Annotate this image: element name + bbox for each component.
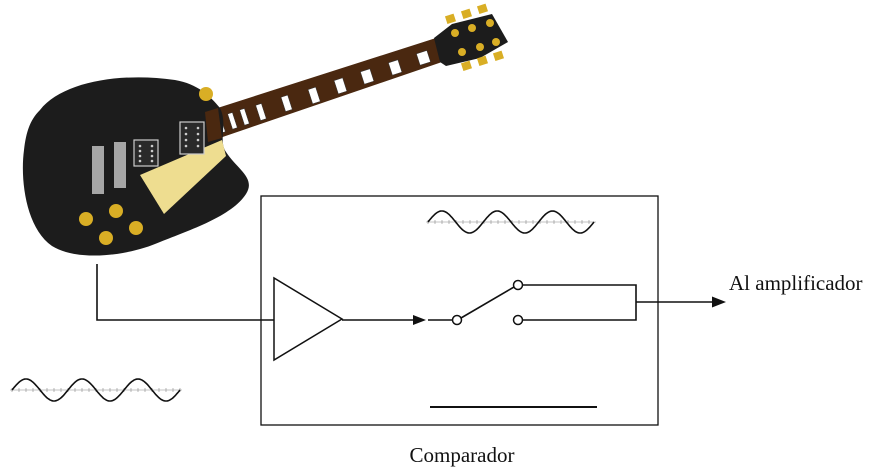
control-knobs [79,87,213,245]
amp-output-arrow [413,315,426,325]
spdt-switch-symbol [428,279,637,326]
pickups [92,121,205,194]
triangle-amplifier-symbol [273,276,344,362]
clean-signal-wave [426,210,596,234]
tuning-pegs [444,3,504,72]
guitar-cable-wire [96,264,274,321]
output-arrow [712,296,726,308]
output-label: Al amplificador [729,271,863,295]
guitar-headstock [434,14,508,66]
neck-joint [205,108,222,142]
input-signal-wave [10,378,182,402]
comparator-box [260,195,659,426]
electric-guitar-icon [22,3,508,256]
comparator-label: Comparador [410,443,515,467]
pickguard [140,140,226,214]
guitar-neck [205,38,442,142]
fret-inlays [215,50,431,134]
